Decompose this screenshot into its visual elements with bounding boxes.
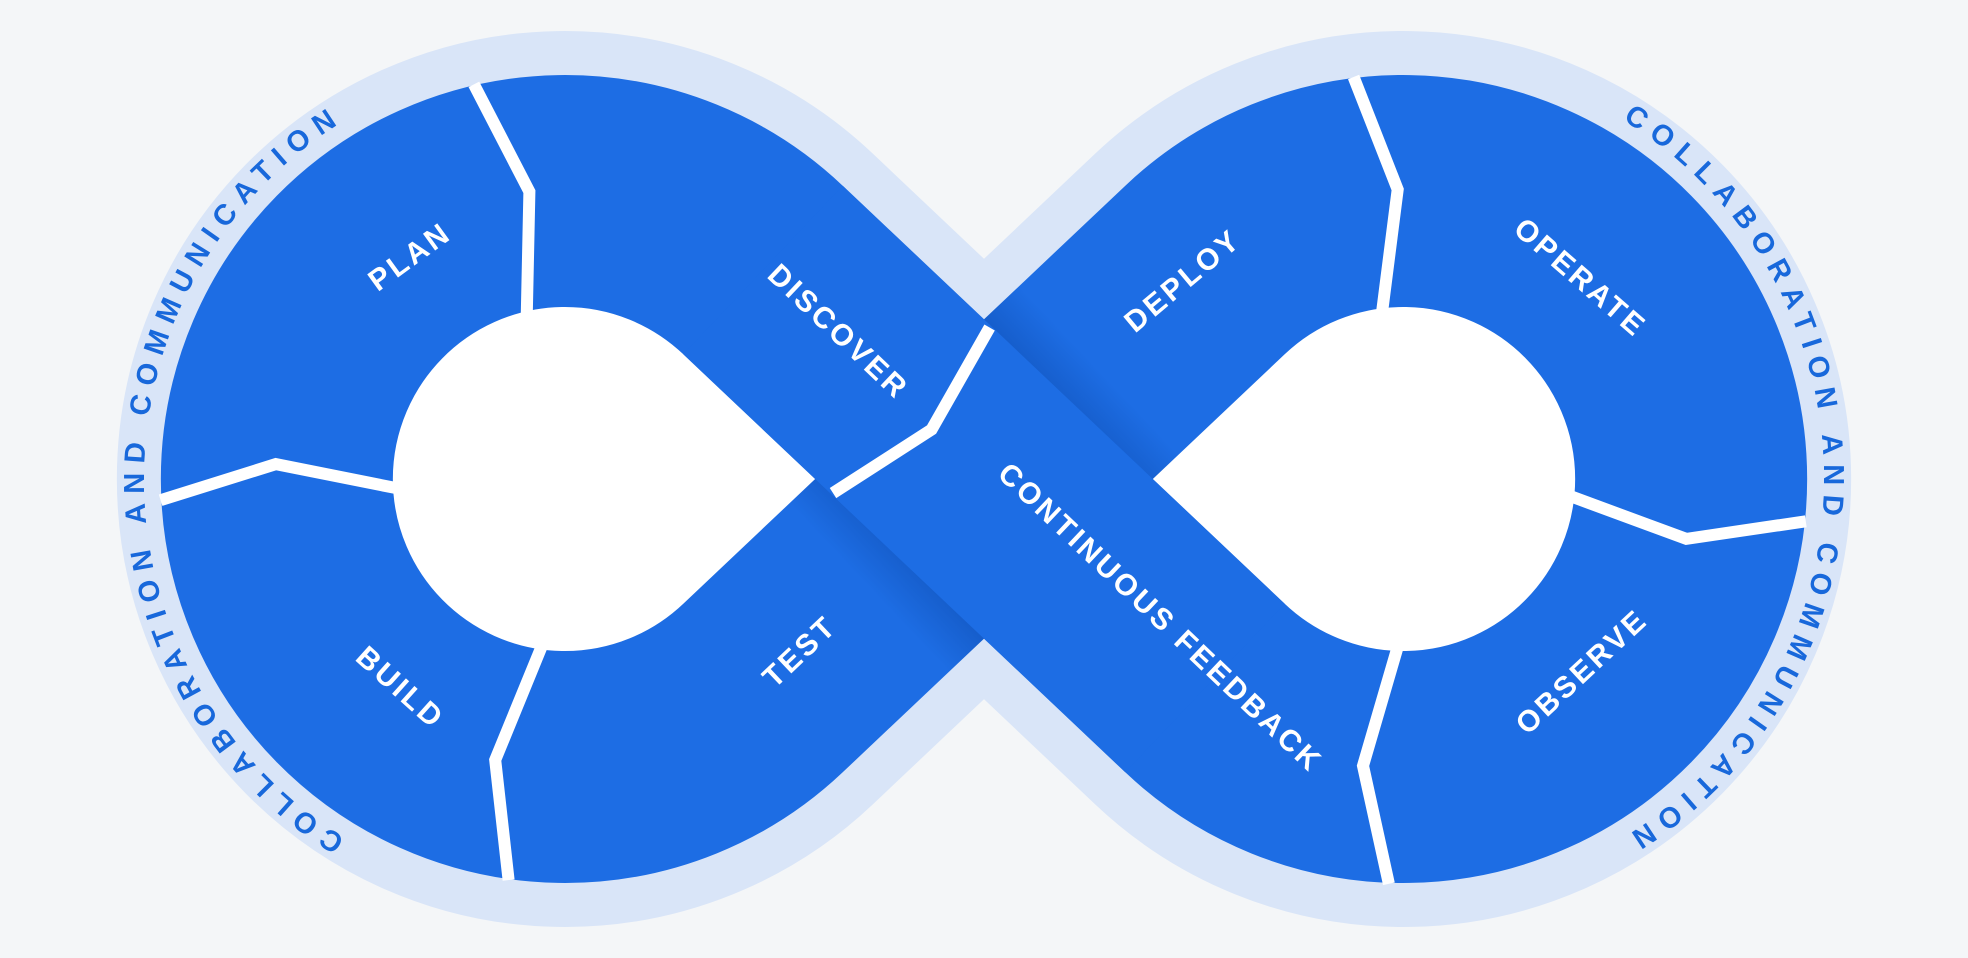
segment-divider-deploy-operate: [1348, 74, 1404, 312]
segment-divider-operate-observe: [1570, 491, 1807, 546]
segment-divider-plan-build: [158, 457, 397, 506]
segment-divider-discover-feedback: [829, 324, 995, 499]
crossing-over-band: [683, 185, 1285, 773]
segment-dividers: [158, 74, 1807, 886]
segment-divider-observe-feedback: [1356, 647, 1403, 886]
infinity-band: [160, 75, 1808, 883]
segment-divider-build-test: [489, 645, 547, 881]
segment-divider-plan-discover: [468, 81, 536, 314]
